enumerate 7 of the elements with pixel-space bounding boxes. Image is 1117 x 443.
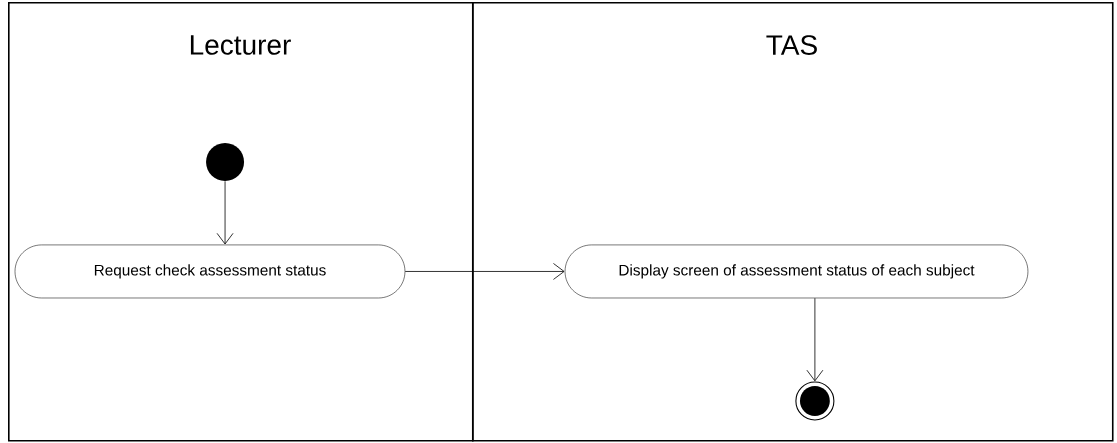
- start-dot: [206, 143, 245, 182]
- end-bullseye: [795, 381, 835, 421]
- arrow: [404, 263, 565, 280]
- arrow: [806, 297, 824, 382]
- action-box: Display screen of assessment status of each subject: [564, 244, 1029, 299]
- arrow: [216, 180, 234, 245]
- action-box: Request check assessment status: [14, 244, 406, 299]
